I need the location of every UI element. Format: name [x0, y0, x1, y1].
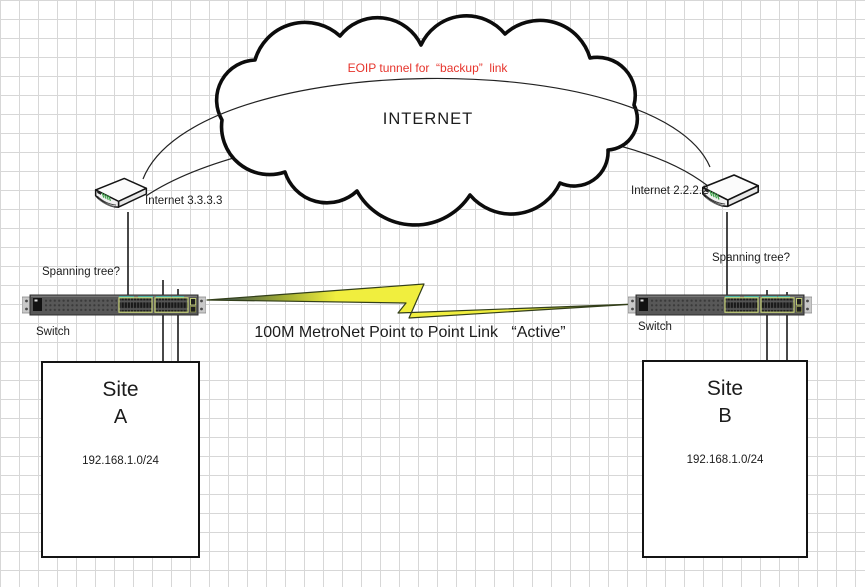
right-spanning-tree-label: Spanning tree?: [712, 252, 791, 264]
eoip-tunnel-upper-arc: [142, 77, 711, 180]
left-spanning-tree-label: Spanning tree?: [42, 266, 121, 278]
site-a-letter: A: [113, 406, 128, 428]
site-b-box: Site B 192.168.1.0/24: [642, 360, 808, 558]
site-b-subnet: 192.168.1.0/24: [686, 454, 764, 466]
right-switch-device: [628, 294, 812, 316]
left-router-label: Internet 3.3.3.3: [145, 195, 223, 207]
metronet-link-label: 100M MetroNet Point to Point Link “Activ…: [254, 324, 566, 341]
site-a-subnet: 192.168.1.0/24: [82, 455, 159, 467]
eoip-tunnel-label: EOIP tunnel for “backup” link: [347, 61, 508, 75]
site-a-title: Site: [102, 378, 139, 401]
metronet-lightning-bolt: [206, 283, 637, 319]
left-switch-device: [22, 294, 206, 316]
right-router-label: Internet 2.2.2.2: [631, 185, 709, 197]
right-router-device: [701, 174, 760, 208]
internet-cloud-label: INTERNET: [382, 110, 474, 128]
right-switch-label: Switch: [638, 321, 672, 333]
site-a-box: Site A 192.168.1.0/24: [41, 361, 200, 558]
site-b-letter: B: [718, 405, 732, 427]
left-router-device: [94, 177, 148, 208]
site-b-title: Site: [706, 377, 744, 400]
internet-cloud: [214, 14, 640, 227]
left-switch-label: Switch: [36, 326, 70, 338]
